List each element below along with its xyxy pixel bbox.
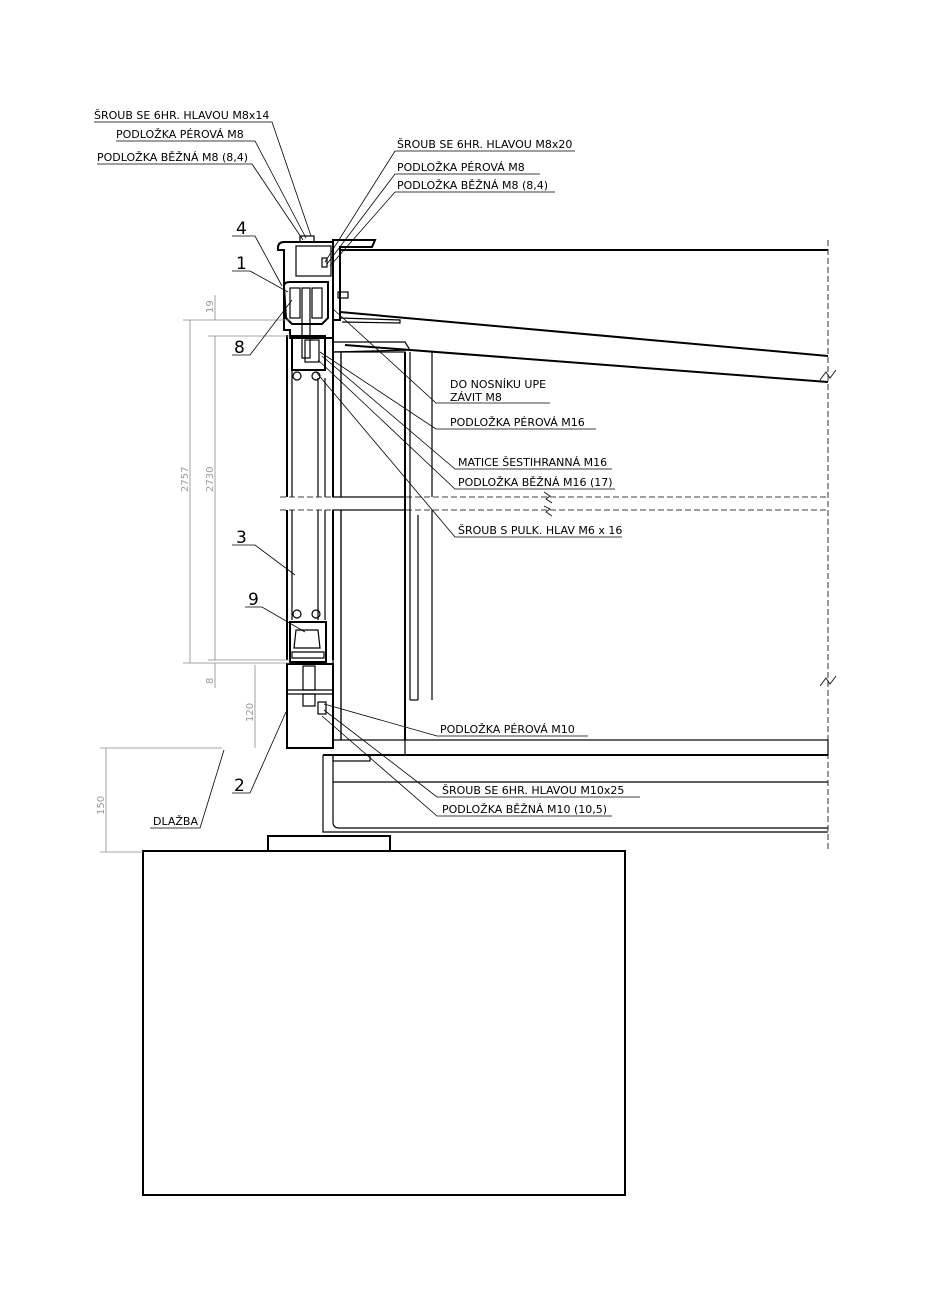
label-paving: DLAŽBA [153, 815, 198, 828]
label-bolt-m6: ŠROUB S PULK. HLAV M6 x 16 [458, 524, 622, 537]
label-washer-m16: PODLOŽKA BĚŽNÁ M16 (17) [458, 476, 613, 489]
part-number-2: 2 [234, 776, 245, 796]
dim-2757: 2757 [180, 467, 191, 492]
dim-8: 8 [205, 678, 216, 684]
label-spring-washer-m8-right: PODLOŽKA PÉROVÁ M8 [397, 161, 525, 174]
floor-structure [142, 739, 829, 1196]
bottom-profile-2 [286, 663, 334, 749]
dim-150: 150 [96, 796, 107, 815]
part-number-3: 3 [236, 528, 247, 548]
label-bolt-m10x25: ŠROUB SE 6HR. HLAVOU M10x25 [442, 784, 624, 797]
dim-19: 19 [205, 300, 216, 313]
roof-structure [332, 239, 829, 383]
label-spring-washer-m10: PODLOŽKA PÉROVÁ M10 [440, 723, 575, 736]
top-profile-4 [277, 235, 334, 339]
label-spring-washer-m8-left: PODLOŽKA PÉROVÁ M8 [116, 128, 244, 141]
label-washer-m10: PODLOŽKA BĚŽNÁ M10 (10,5) [442, 803, 607, 816]
carriage-profile-1 [282, 281, 349, 359]
label-bolt-m8x20: ŠROUB SE 6HR. HLAVOU M8x20 [397, 138, 572, 151]
dim-2730: 2730 [205, 467, 216, 492]
part-number-4: 4 [236, 219, 247, 239]
dim-120: 120 [245, 703, 256, 722]
label-upe-2: ZÁVIT M8 [450, 391, 502, 404]
label-bolt-m8x14: ŠROUB SE 6HR. HLAVOU M8x14 [94, 109, 269, 122]
leader-lines [94, 121, 640, 829]
part-number-8: 8 [234, 338, 245, 358]
label-upe-1: DO NOSNÍKU UPE [450, 378, 546, 391]
label-spring-washer-m16: PODLOŽKA PÉROVÁ M16 [450, 416, 585, 429]
part-number-9: 9 [248, 590, 259, 610]
break-lines [280, 240, 837, 850]
label-washer-m8-right: PODLOŽKA BĚŽNÁ M8 (8,4) [397, 179, 548, 192]
profile-9 [289, 621, 327, 663]
foundation-block [142, 850, 626, 1196]
label-washer-m8-left: PODLOŽKA BĚŽNÁ M8 (8,4) [97, 151, 248, 164]
wall-section [332, 351, 433, 741]
dimensions: 19 2757 2730 8 120 150 [96, 295, 290, 853]
callouts: ŠROUB SE 6HR. HLAVOU M8x14 PODLOŽKA PÉRO… [94, 109, 624, 828]
label-nut-m16: MATICE ŠESTIHRANNÁ M16 [458, 456, 607, 469]
part-number-1: 1 [236, 254, 247, 274]
